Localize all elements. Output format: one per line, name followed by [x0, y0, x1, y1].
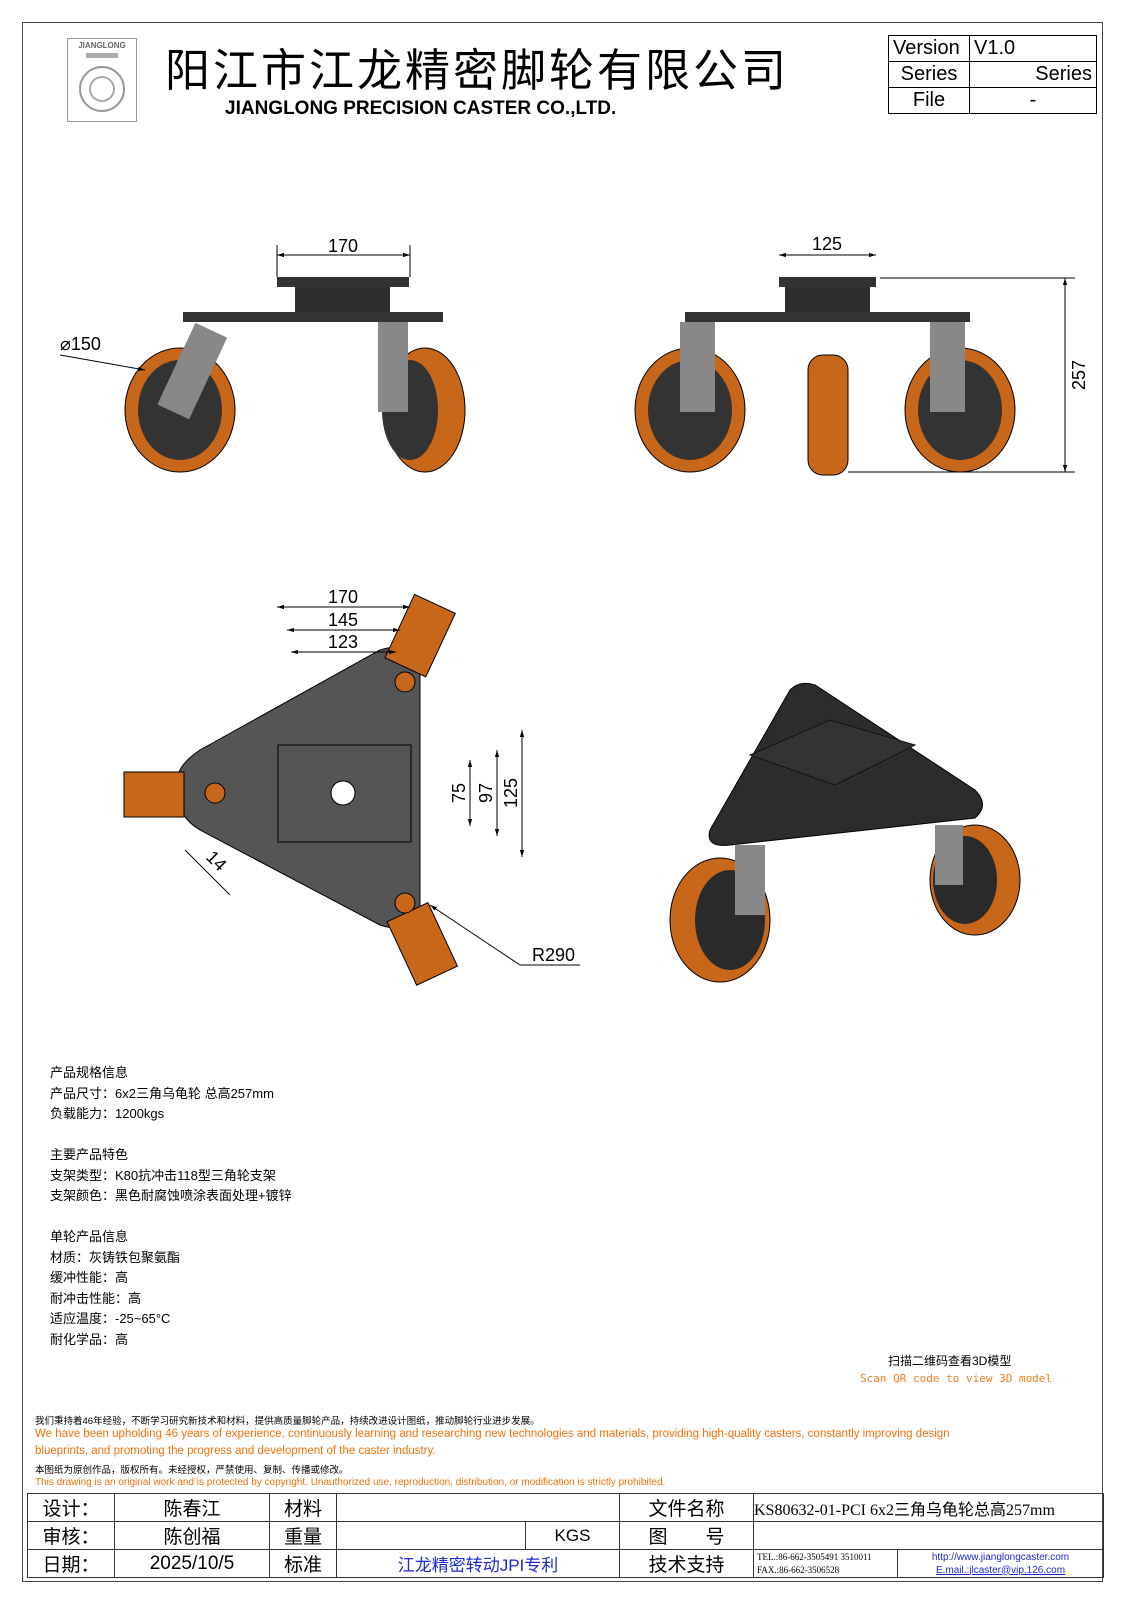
file-value: - [969, 87, 1097, 114]
spec-line: 产品尺寸：6x2三角乌龟轮 总高257mm [50, 1085, 274, 1101]
company-notes: 我们秉持着46年经验，不断学习研究新技术和材料，提供高质量脚轮产品，持续改进设计… [35, 1413, 950, 1493]
dim-height: 257 [1069, 360, 1089, 390]
file-label: File [888, 87, 970, 114]
weight-unit: KGS [525, 1521, 620, 1550]
spec-line: 支架颜色：黑色耐腐蚀喷涂表面处理+镀锌 [50, 1188, 292, 1203]
dim-front-width: 170 [328, 236, 358, 256]
material-value [336, 1493, 620, 1522]
title-block: 设计： 陈春江 材料 文件名称 KS80632-01-PCI 6x2三角乌龟轮总… [27, 1493, 1104, 1578]
weight-label: 重量 [269, 1521, 337, 1550]
series-label: Series [888, 61, 970, 88]
spec-line: 耐冲击性能：高 [50, 1290, 142, 1306]
design-label: 设计： [27, 1493, 115, 1522]
spec-line: 耐化学品：高 [50, 1331, 129, 1347]
note-en-1b: blueprints, and promoting the progress a… [35, 1445, 436, 1457]
contact-phone: TEL.:86-662-3505491 3510011 FAX.:86-662-… [753, 1549, 898, 1578]
drawing-no-value [753, 1521, 1104, 1550]
dim-wheel-diameter: ⌀150 [60, 334, 101, 354]
spec-spacer [50, 1125, 292, 1146]
isometric-view [669, 682, 1021, 983]
drawing-no-label: 图 号 [619, 1521, 754, 1550]
note-cn-1: 我们秉持着46年经验，不断学习研究新技术和材料，提供高质量脚轮产品，持续改进设计… [35, 1416, 540, 1427]
filename-label: 文件名称 [619, 1493, 754, 1522]
fax: FAX.:86-662-3506528 [757, 1564, 840, 1575]
standard-label: 标准 [269, 1549, 337, 1578]
review-value: 陈创福 [114, 1521, 270, 1550]
note-en-1a: We have been upholding 46 years of exper… [35, 1428, 950, 1440]
top-view: 170 145 123 75 97 125 14 R290 [123, 587, 580, 986]
spec-heading-1: 产品规格信息 [50, 1065, 129, 1080]
spec-heading-2: 主要产品特色 [50, 1147, 129, 1162]
spec-line: 负载能力：1200kgs [50, 1106, 165, 1121]
dim-radius: R290 [532, 945, 575, 965]
dim-top-123: 123 [328, 632, 358, 652]
review-label: 审核： [27, 1521, 115, 1550]
logo-text: JIANGLONG [78, 41, 126, 50]
dim-top-170: 170 [328, 587, 358, 607]
company-name-cn: 阳江市江龙精密脚轮有限公司 [165, 45, 790, 96]
dim-top-97: 97 [476, 783, 496, 803]
technical-drawings: 170 ⌀150 125 257 [59, 234, 1089, 986]
note-cn-2: 本图纸为原创作品，版权所有。未经授权，严禁使用、复制、传播或修改。 [35, 1465, 349, 1476]
filename-value: KS80632-01-PCI 6x2三角乌龟轮总高257mm [753, 1493, 1104, 1522]
dim-side-width: 125 [812, 234, 842, 254]
dim-top-145: 145 [328, 610, 358, 630]
contact-web: http://www.jianglongcaster.com E.mail.:j… [897, 1549, 1104, 1578]
standard-value: 江龙精密转动JPI专利 [336, 1549, 620, 1578]
date-value: 2025/10/5 [114, 1549, 270, 1578]
spec-line: 适应温度：-25~65°C [50, 1311, 171, 1326]
support-label: 技术支持 [619, 1549, 754, 1578]
company-name-en: JIANGLONG PRECISION CASTER CO.,LTD. [225, 98, 617, 119]
spec-spacer [50, 1207, 292, 1228]
spec-heading-3: 单轮产品信息 [50, 1229, 129, 1244]
qr-caption-en: Scan QR code to view 3D model [860, 1372, 1053, 1385]
dim-top-125: 125 [501, 778, 521, 808]
sheet-border [22, 22, 1103, 1582]
spec-line: 材质：灰铸铁包聚氨酯 [50, 1249, 181, 1265]
spec-line: 支架类型：K80抗冲击118型三角轮支架 [50, 1167, 276, 1183]
note-en-2: This drawing is an original work and is … [35, 1477, 666, 1488]
qr-caption-cn: 扫描二维码查看3D模型 [888, 1354, 1012, 1368]
product-spec-list: 产品规格信息 产品尺寸：6x2三角乌龟轮 总高257mm 负载能力：1200kg… [50, 1063, 292, 1350]
side-view: 125 257 [634, 234, 1089, 476]
email-link[interactable]: E.mail.:jlcaster@vip.126.com [935, 1564, 1066, 1576]
website-link[interactable]: http://www.jianglongcaster.com [931, 1551, 1070, 1563]
date-label: 日期： [27, 1549, 115, 1578]
material-label: 材料 [269, 1493, 337, 1522]
weight-value [336, 1521, 526, 1550]
tel: TEL.:86-662-3505491 3510011 [757, 1551, 872, 1562]
spec-line: 缓冲性能：高 [50, 1270, 129, 1285]
design-value: 陈春江 [114, 1493, 270, 1522]
front-view: 170 ⌀150 [59, 236, 466, 473]
dim-top-75: 75 [449, 783, 469, 803]
company-logo: JIANGLONG [67, 38, 137, 122]
